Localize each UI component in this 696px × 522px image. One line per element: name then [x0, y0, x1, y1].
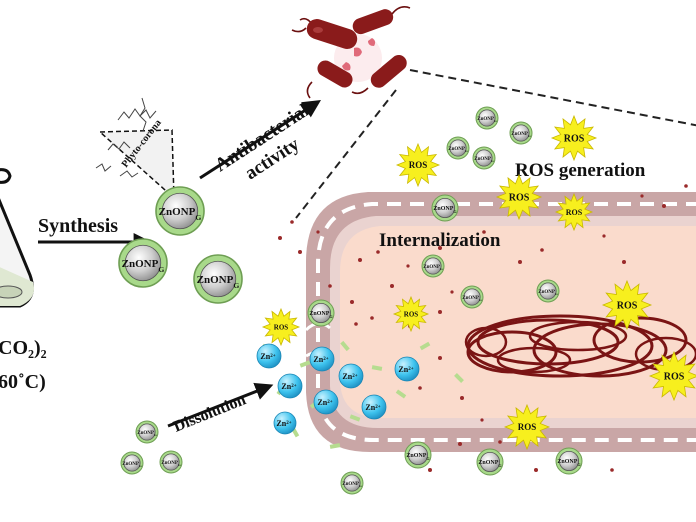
zno-nanoparticle: ZnONPG: [509, 121, 533, 145]
internalization-label: Internalization: [379, 230, 501, 251]
zinc-ion: Zn2+: [394, 356, 420, 382]
zno-nanoparticle: ZnONPG: [536, 279, 560, 303]
ros-label: ROS: [564, 134, 585, 145]
bacterium-4: [306, 60, 353, 99]
nanoparticle-label: ZnONPG: [197, 274, 240, 290]
ros-label: ROS: [617, 301, 638, 312]
zno-nanoparticle: ZnONPG: [555, 447, 583, 475]
nanoparticle-label: ZnONPG: [478, 460, 502, 468]
phyto-corona-wedge: Phyto-corona: [95, 97, 175, 200]
nanoparticle-label: ZnONPG: [161, 461, 181, 467]
zno-nanoparticle: ZnONPG: [135, 420, 159, 444]
zinc-ion: Zn2+: [256, 343, 282, 369]
bacterium-1: [306, 19, 358, 49]
zinc-ion: Zn2+: [273, 411, 297, 435]
zno-nanoparticle: ZnONPG: [340, 471, 364, 495]
ros-burst: ROS: [392, 295, 430, 333]
zno-nanoparticle: ZnONPG: [475, 106, 499, 130]
nanoparticle-label: ZnONPG: [462, 296, 482, 302]
nanoparticle-label: ZnONPG: [309, 311, 333, 319]
zno-nanoparticle: ZnONPG: [431, 194, 459, 222]
bacterium-3: [351, 55, 407, 95]
ros-label: ROS: [518, 422, 537, 432]
nanoparticle-label: ZnONPG: [137, 431, 157, 437]
nanoparticle-label: ZnONPG: [122, 258, 165, 274]
ros-label: ROS: [409, 160, 428, 170]
zinc-ion-label: Zn2+: [365, 403, 380, 412]
debris-dots: [278, 184, 688, 472]
ros-burst: ROS: [550, 114, 598, 162]
ros-burst: ROS: [261, 307, 301, 347]
damaged-bacteria-cluster: [291, 6, 411, 99]
zinc-ion-label: Zn2+: [317, 398, 332, 407]
zno-nanoparticle: ZnONPG: [421, 254, 445, 278]
zno-nanoparticle: ZnONPG: [472, 146, 496, 170]
nanoparticle-layer: ZnONPG ZnONPG ZnONPG ZnONPG ZnONPG ZnONPG ZnON…: [118, 106, 583, 495]
ros-burst: ROS: [395, 142, 441, 188]
reaction-flask: [0, 168, 35, 308]
zoom-guide-top: [409, 69, 696, 127]
nanoparticle-label: ZnONPG: [557, 459, 581, 467]
dissolution-arrow: [167, 382, 274, 428]
reagent-label-line1: CO₂)₂: [0, 337, 47, 359]
zinc-ion-label: Zn2+: [276, 419, 291, 428]
nanoparticle-label: ZnONPG: [159, 206, 202, 222]
nanoparticle-label: ZnONPG: [448, 147, 468, 153]
nanoparticle-label: ZnONPG: [477, 117, 497, 123]
bacterial-dna: [464, 314, 696, 378]
ros-label: ROS: [566, 208, 583, 217]
zinc-ion: Zn2+: [313, 389, 339, 415]
ros-label: ROS: [404, 310, 419, 318]
zinc-ion-label: Zn2+: [260, 352, 275, 361]
ros-label: ROS: [664, 372, 685, 383]
zinc-ion-label: Zn2+: [281, 382, 296, 391]
ros-layer: ROS ROS ROS ROS ROS ROS ROS ROS ROS: [261, 114, 696, 451]
zno-nanoparticle: ZnONPG: [307, 299, 335, 327]
zno-nanoparticle: ZnONPG: [118, 238, 168, 288]
zinc-ion: Zn2+: [361, 394, 387, 420]
nanoparticle-label: ZnONPG: [433, 206, 457, 214]
zoom-guide-left: [295, 89, 397, 219]
ros-burst: ROS: [601, 279, 653, 331]
zno-nanoparticle: ZnONPG: [476, 448, 504, 476]
zno-nanoparticle: ZnONPG: [446, 136, 470, 160]
nanoparticle-label: ZnONPG: [538, 290, 558, 296]
ros-burst: ROS: [503, 403, 551, 451]
zinc-ion-label: Zn2+: [342, 372, 357, 381]
synthesis-label: Synthesis: [38, 215, 118, 237]
dissolution-label: Dissolution: [171, 391, 248, 435]
zno-nanoparticle: ZnONPG: [404, 441, 432, 469]
nanoparticle-label: ZnONPG: [423, 265, 443, 271]
zno-nanoparticle: ZnONPG: [193, 254, 243, 304]
nanoparticle-label: ZnONPG: [342, 482, 362, 488]
bacterium-2: [352, 6, 411, 35]
zinc-ion: Zn2+: [277, 373, 303, 399]
reagent-label-line2: 60˚C): [0, 371, 46, 393]
ros-burst: ROS: [495, 173, 543, 221]
zinc-ion-label: Zn2+: [398, 365, 413, 374]
antibacterial-arrow: [199, 100, 322, 180]
zinc-ion-label: Zn2+: [313, 355, 328, 364]
zno-nanoparticle: ZnONPG: [120, 451, 144, 475]
ros-label: ROS: [509, 193, 530, 204]
zinc-ion: Zn2+: [309, 346, 335, 372]
nanoparticle-label: ZnONPG: [511, 132, 531, 138]
ros-generation-label: ROS generation: [515, 160, 646, 181]
zinc-ion: Zn2+: [338, 363, 364, 389]
nanoparticle-label: ZnONPG: [406, 453, 430, 461]
ros-label: ROS: [274, 323, 289, 331]
nanoparticle-label: ZnONPG: [474, 157, 494, 163]
zno-nanoparticle: ZnONPG: [460, 285, 484, 309]
ros-burst: ROS: [554, 192, 594, 232]
ros-burst: ROS: [648, 350, 696, 402]
zno-nanoparticle: ZnONPG: [159, 450, 183, 474]
zno-nanoparticle: ZnONPG: [155, 186, 205, 236]
nanoparticle-label: ZnONPG: [122, 462, 142, 468]
zinc-ion-layer: Zn2+ Zn2+ Zn2+ Zn2+ Zn2+ Zn2+ Zn2+ Zn2+: [256, 343, 420, 435]
